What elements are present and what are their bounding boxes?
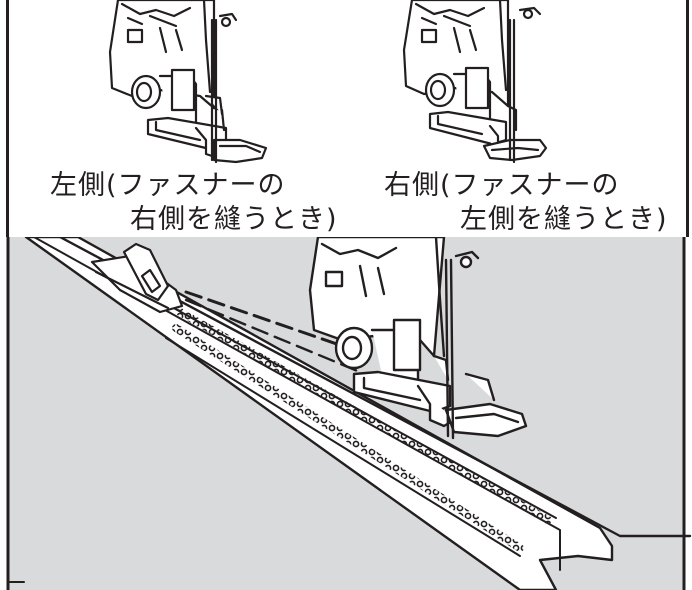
- zipper-slider-icon: [90, 242, 184, 314]
- left-caption-line1: 左側(ファスナーの: [50, 170, 286, 201]
- presser-foot-icon: [308, 237, 528, 440]
- diagram-frame-top: [6, 0, 689, 237]
- stitch-guide-dashed: [184, 290, 362, 354]
- zipper-teeth-upper: [176, 308, 552, 524]
- left-position-presser-foot-icon: [108, 0, 268, 164]
- left-caption-line2: 右側を縫うとき): [130, 204, 338, 235]
- right-caption-line2: 左側を縫うとき): [460, 204, 668, 235]
- right-caption-line1: 右側(ファスナーの: [384, 170, 620, 201]
- zipper-tape: [24, 237, 614, 590]
- zipper-teeth-lower: [172, 324, 524, 552]
- presser-foot-illustrations-top: [108, 0, 548, 164]
- zipper-sewing-illustration: [6, 237, 692, 590]
- right-position-presser-foot-icon: [402, 0, 548, 164]
